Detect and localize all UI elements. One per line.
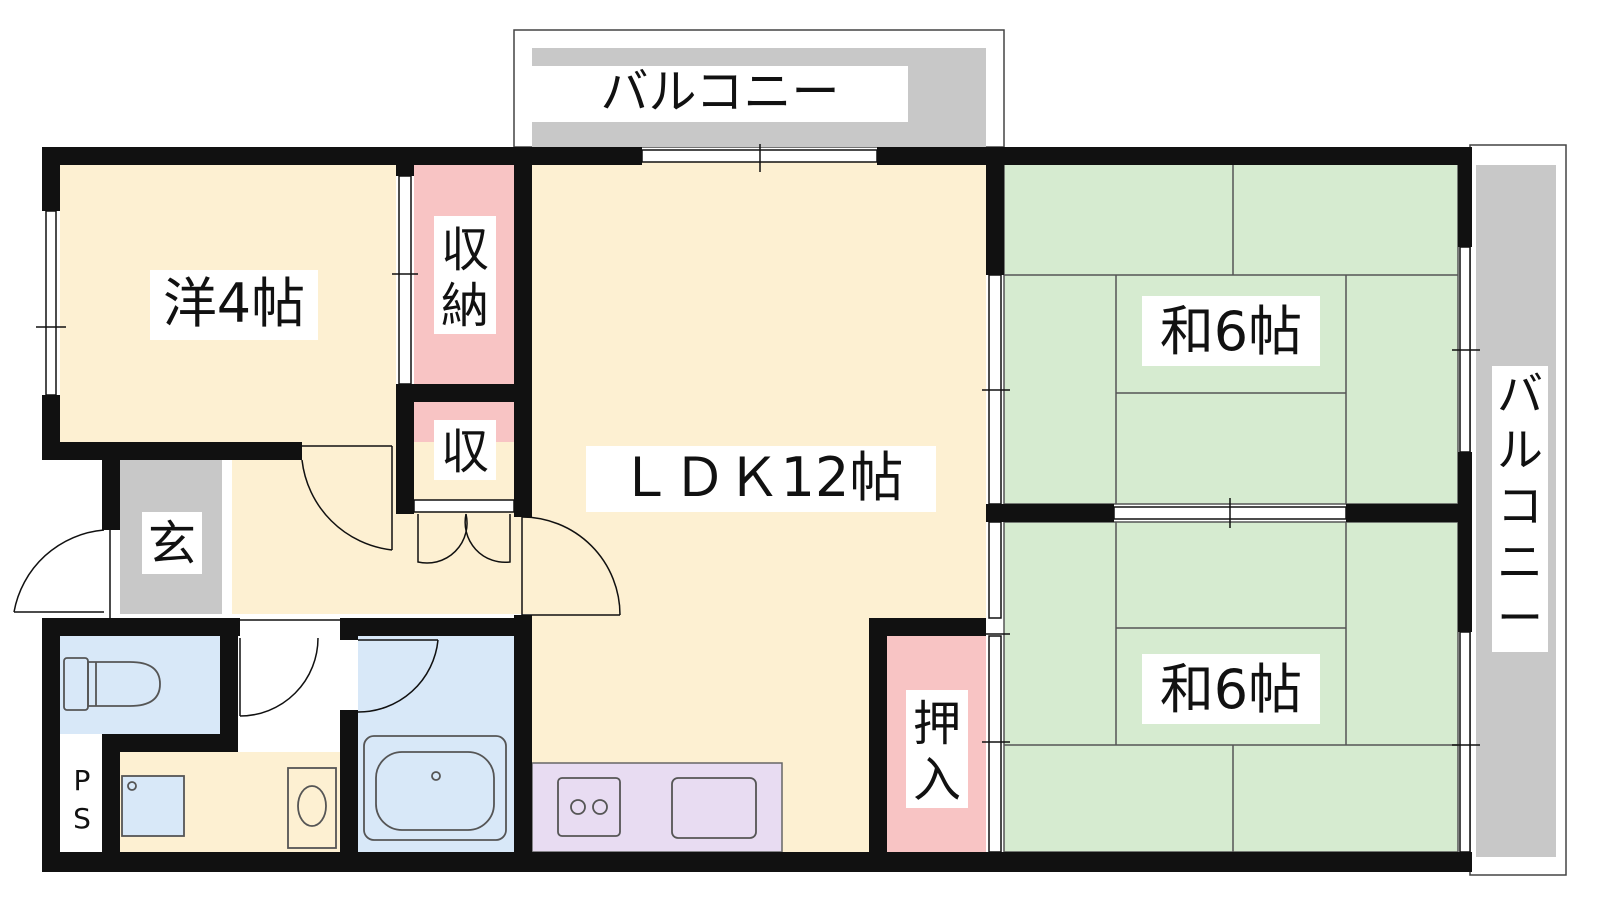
- stove-icon: [557, 777, 621, 837]
- bathtub-icon: [363, 735, 507, 841]
- ldk-label-bg: [586, 446, 936, 512]
- toilet-floor: [60, 636, 220, 734]
- closet-label-bottom: 入: [913, 752, 961, 808]
- closet-label-top: 押: [913, 696, 961, 752]
- washbasin-icon: [287, 767, 337, 849]
- japanese-upper-label-bg: [1142, 296, 1320, 366]
- western-room-label: 洋4帖: [163, 272, 305, 335]
- balcony-top-label: バルコニー: [600, 64, 839, 120]
- toilet-icon: [63, 657, 161, 711]
- ps-label-top: P: [74, 764, 91, 797]
- balcony-side-char: コ: [1497, 479, 1543, 533]
- window-ticks: [36, 144, 1480, 746]
- bath-floor: [358, 636, 514, 852]
- balcony-side-label: バ ル コ ニ ー: [1492, 366, 1548, 652]
- balcony-side-char: ー: [1497, 591, 1543, 645]
- balcony-side-char: ル: [1497, 423, 1543, 477]
- balcony-side-char: バ: [1497, 367, 1543, 421]
- swing-doors: [13, 445, 621, 717]
- balcony-side-char: ニ: [1497, 535, 1543, 589]
- storage-1-label-bottom: 納: [441, 278, 489, 334]
- sink-icon: [671, 777, 757, 839]
- japanese-lower-label-bg: [1142, 654, 1320, 724]
- storage-2-label: 収: [441, 424, 489, 480]
- balcony-top: [513, 29, 1005, 148]
- closet-label-bg: [906, 690, 968, 808]
- washing-machine-icon: [121, 775, 185, 837]
- entrance-label: 玄: [148, 516, 196, 572]
- western-label-bg: [150, 270, 318, 340]
- walls: [42, 147, 1472, 872]
- ldk-label: ＬＤＫ12帖: [619, 446, 904, 509]
- storage-2-label-bg: [434, 420, 496, 480]
- entrance-label-bg: [142, 512, 202, 574]
- ps-label-bottom: S: [73, 802, 91, 835]
- sliding-door-ticks: [392, 273, 1231, 743]
- ps-box: [62, 754, 102, 852]
- balcony-top-label-bg: [532, 66, 908, 122]
- storage-1-label-top: 収: [441, 222, 489, 278]
- japanese-room-lower-label: 和6帖: [1160, 658, 1302, 721]
- storage-1-label-bg: [434, 216, 496, 334]
- japanese-room-upper-label: 和6帖: [1160, 300, 1302, 363]
